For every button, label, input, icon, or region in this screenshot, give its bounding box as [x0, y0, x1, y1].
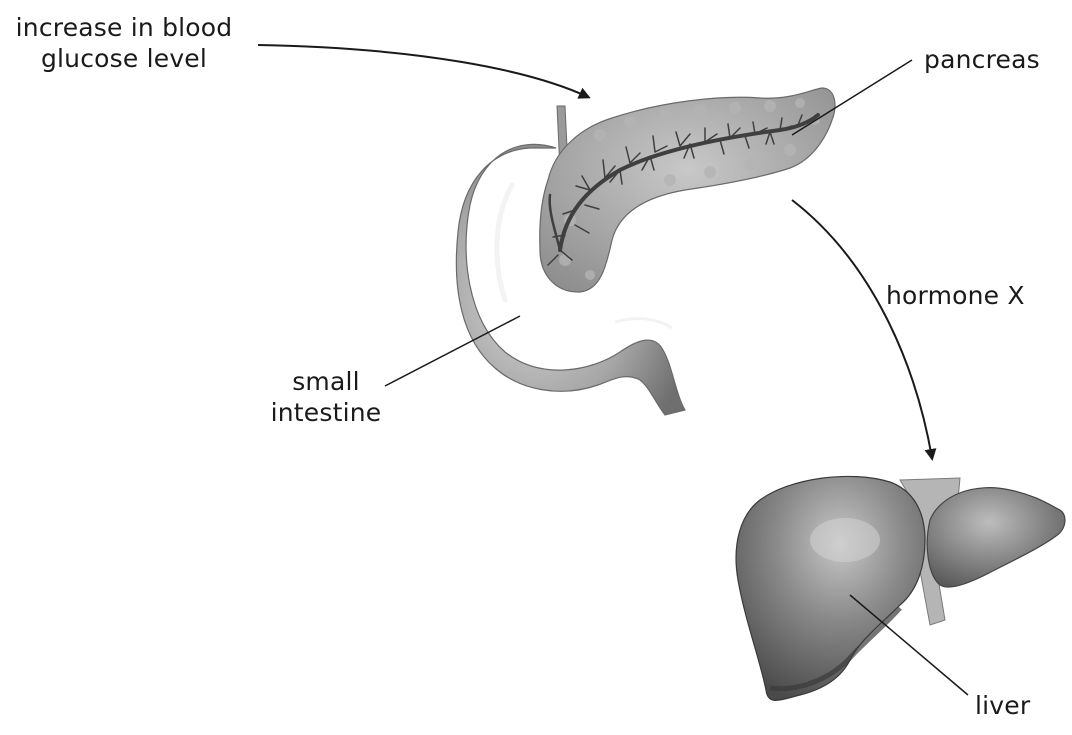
liver-illustration — [736, 476, 1065, 700]
leader-liver — [850, 595, 968, 695]
label-small-intestine: small intestine — [262, 366, 390, 428]
arrow-hormone-to-liver — [792, 200, 932, 458]
label-trigger-line1: increase in blood — [8, 12, 240, 43]
intestine-fold — [615, 319, 672, 328]
pancreas-shape — [540, 88, 835, 292]
label-pancreas: pancreas — [924, 44, 1040, 75]
liver-left-lobe — [927, 488, 1065, 587]
arrow-glucose-to-pancreas — [258, 45, 588, 97]
label-small-line1: small — [262, 366, 390, 397]
liver-highlight — [810, 518, 880, 562]
intestine-highlight — [497, 185, 512, 300]
label-hormone-x: hormone X — [886, 280, 1025, 311]
label-trigger-line2: glucose level — [8, 43, 240, 74]
pancreas-illustration — [456, 88, 835, 415]
label-small-line2: intestine — [262, 397, 390, 428]
liver-right-lobe — [736, 476, 925, 700]
label-liver: liver — [975, 690, 1030, 721]
label-increase-blood-glucose: increase in blood glucose level — [8, 12, 240, 74]
